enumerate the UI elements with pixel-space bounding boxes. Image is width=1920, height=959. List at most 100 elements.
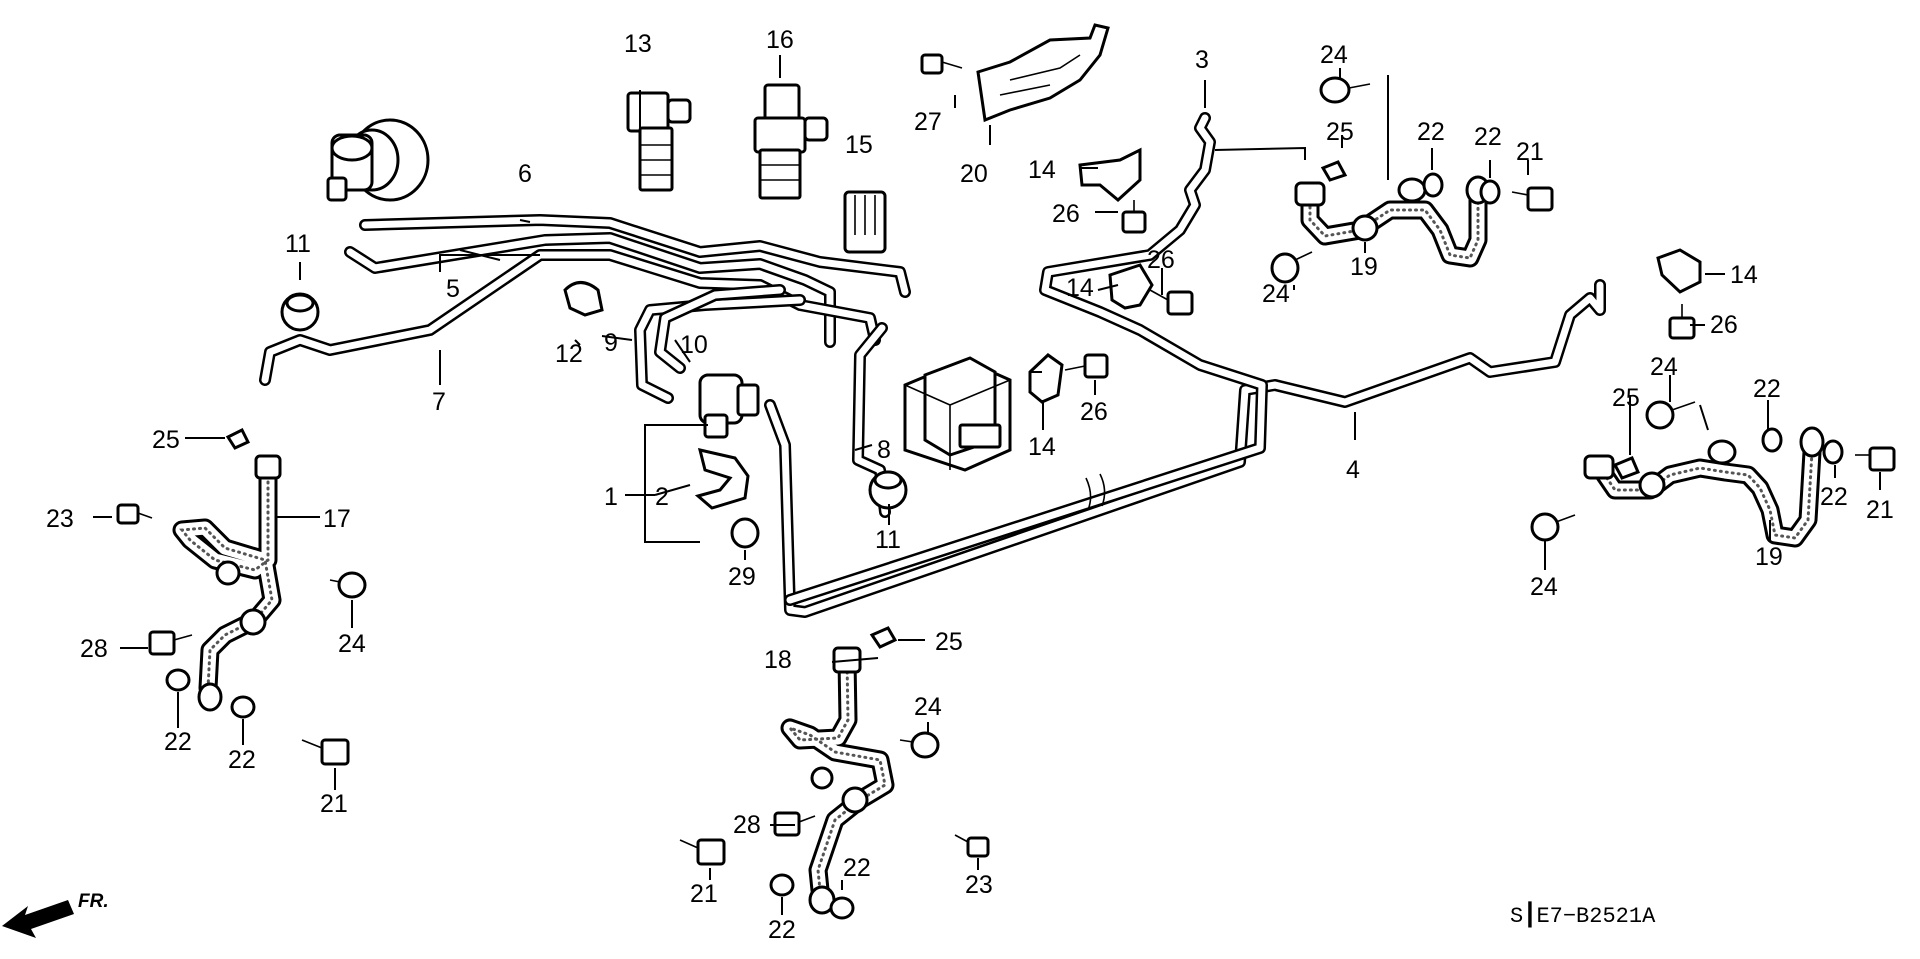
master-cylinder-reservoir <box>326 118 430 202</box>
callout-24-a: 24 <box>1320 41 1348 69</box>
washer-22-d <box>1822 439 1844 465</box>
callout-3: 3 <box>1195 46 1209 74</box>
bracket-14-d <box>1656 248 1702 294</box>
callout-5: 5 <box>446 275 460 303</box>
callout-9: 9 <box>604 329 618 357</box>
callout-24-b: 24 <box>1262 280 1290 308</box>
callout-27: 27 <box>914 108 942 136</box>
bolt-24-f <box>899 731 940 759</box>
callout-24-f: 24 <box>914 693 942 721</box>
callout-21-c: 21 <box>320 790 348 818</box>
callout-26-c: 26 <box>1080 398 1108 426</box>
callout-1: 1 <box>604 483 618 511</box>
callout-19-a: 19 <box>1350 253 1378 281</box>
joint-1 <box>698 373 760 439</box>
brake-hose-18 <box>780 646 895 915</box>
brake-hose-17 <box>172 454 282 712</box>
bolt-21-c <box>301 738 350 766</box>
callout-6: 6 <box>518 160 532 188</box>
callout-23-a: 23 <box>46 505 74 533</box>
bolt-21-b <box>1855 446 1896 472</box>
washer-22-h <box>829 896 855 920</box>
valve-block-13 <box>626 91 692 192</box>
callout-26-d: 26 <box>1710 311 1738 339</box>
callout-22-b: 22 <box>1474 123 1502 151</box>
bolt-28-a <box>148 630 193 656</box>
callout-26-b: 26 <box>1147 246 1175 274</box>
clip-12 <box>563 281 604 317</box>
callout-25-c: 25 <box>152 426 180 454</box>
callout-24-d: 24 <box>1530 573 1558 601</box>
valve-block-16 <box>753 83 829 200</box>
direction-label: FR. <box>78 891 109 912</box>
abs-modulator-unit <box>903 356 1012 472</box>
leader-lines <box>93 55 1881 915</box>
callout-12: 12 <box>555 340 583 368</box>
callout-22-g: 22 <box>768 916 796 944</box>
brake-pipe-10 <box>654 284 786 374</box>
callout-18: 18 <box>764 646 792 674</box>
callout-15: 15 <box>845 131 873 159</box>
diagram-reference-code: S┃E7−B2521A <box>1510 901 1656 929</box>
bolt-26-d <box>1668 304 1696 340</box>
callout-23-b: 23 <box>965 871 993 899</box>
callout-7: 7 <box>432 388 446 416</box>
callout-26-a: 26 <box>1052 200 1080 228</box>
callout-24-e: 24 <box>338 630 366 658</box>
callout-2: 2 <box>655 483 669 511</box>
callout-21-d: 21 <box>690 880 718 908</box>
callout-25-b: 25 <box>1612 384 1640 412</box>
callout-4: 4 <box>1346 456 1360 484</box>
brake-pipe-4 <box>764 279 1606 618</box>
callout-19-b: 19 <box>1755 543 1783 571</box>
bolt-23-a <box>116 503 153 525</box>
bracket-14-c <box>1028 353 1064 404</box>
washer-22-a <box>1422 172 1444 198</box>
clip-25-a <box>1320 160 1348 182</box>
bolt-24-d <box>1530 512 1576 542</box>
callout-21-a: 21 <box>1516 138 1544 166</box>
bolt-24-b <box>1270 251 1313 284</box>
brake-pipe-9 <box>634 294 806 404</box>
bolt-21-a <box>1511 186 1554 212</box>
brake-hose-19-lower <box>1583 426 1825 548</box>
callout-11-b: 11 <box>875 526 901 554</box>
callout-22-h: 22 <box>843 854 871 882</box>
callout-22-e: 22 <box>164 728 192 756</box>
brake-hose-19-upper <box>1294 175 1491 268</box>
callout-21-b: 21 <box>1866 496 1894 524</box>
grommet-29 <box>730 517 760 549</box>
callout-22-c: 22 <box>1753 375 1781 403</box>
washer-22-g <box>769 873 795 897</box>
bolt-24-c <box>1645 400 1696 430</box>
washer-22-f <box>230 695 256 719</box>
clip-25-c <box>225 427 251 450</box>
callout-22-f: 22 <box>228 746 256 774</box>
callout-16: 16 <box>766 26 794 54</box>
bolt-26-a <box>1121 200 1147 234</box>
callout-22-a: 22 <box>1417 118 1445 146</box>
callout-labels: 13 16 15 27 20 3 24 25 22 22 21 14 26 19… <box>46 26 1894 944</box>
brake-pipe-6 <box>359 214 911 298</box>
bolt-27 <box>920 53 963 75</box>
callout-17: 17 <box>323 505 351 533</box>
callout-13: 13 <box>624 30 652 58</box>
bolt-26-b <box>1149 289 1194 316</box>
bolt-26-c <box>1064 353 1109 379</box>
bolt-23-b <box>954 834 990 858</box>
clip-25-b <box>1612 456 1640 480</box>
callout-28-a: 28 <box>80 635 108 663</box>
bracket-14-a <box>1078 147 1142 202</box>
bolt-24-e <box>329 571 367 599</box>
brake-pipe-7 <box>259 249 881 386</box>
bolt-24-a <box>1319 76 1371 104</box>
washer-22-e <box>165 668 191 692</box>
bolt-21-d <box>679 838 726 866</box>
callout-11-a: 11 <box>285 230 311 258</box>
callout-24-c: 24 <box>1650 353 1678 381</box>
brake-pipe-5 <box>344 232 836 348</box>
grommet-11-center <box>868 470 908 510</box>
callout-10: 10 <box>680 331 708 359</box>
callout-14-b: 14 <box>1066 274 1094 302</box>
